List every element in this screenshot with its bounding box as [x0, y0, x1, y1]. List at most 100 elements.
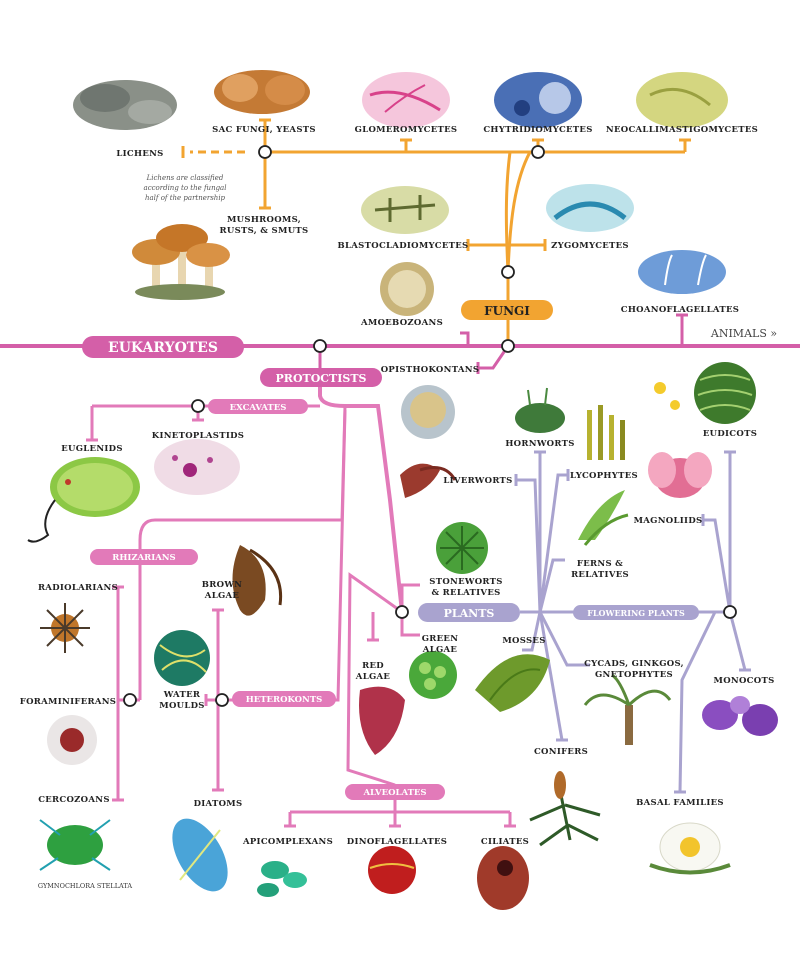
- hornworts-label: HORNWORTS: [505, 439, 574, 449]
- radiolarian-icon: [40, 603, 90, 653]
- red-algae-label-line1: RED: [362, 661, 384, 671]
- hornwort-icon: [515, 387, 565, 433]
- moss-icon: [475, 654, 550, 712]
- amoebozoan-icon: [380, 262, 434, 316]
- water-moulds-label-line2: MOULDS: [159, 701, 205, 711]
- glomeromycetes-icon: [362, 72, 450, 128]
- liverworts-label: LIVERWORTS: [443, 476, 512, 486]
- chytridiomycetes-label: CHYTRIDIOMYCETES: [483, 125, 592, 135]
- brown-algae-label-line2: ALGAE: [204, 591, 240, 601]
- kinetoplastid-icon: [154, 439, 240, 495]
- neocallimastigomycetes-icon: [636, 72, 728, 128]
- green-algae-icon: [409, 651, 457, 699]
- basal-families-label: BASAL FAMILIES: [636, 798, 724, 808]
- stoneworts-label-line1: STONEWORTS: [429, 577, 502, 587]
- lycophytes-label: LYCOPHYTES: [570, 471, 638, 481]
- gymnochlora-label: GYMNOCHLORA STELLATA: [38, 882, 132, 890]
- flowering-plants-node: FLOWERING PLANTS: [573, 605, 699, 620]
- zygomycetes-label: ZYGOMYCETES: [551, 241, 629, 251]
- magnoliids-label: MAGNOLIIDS: [634, 516, 703, 526]
- protoctist-branches: [86, 386, 516, 828]
- plants-label: PLANTS: [444, 607, 495, 620]
- plants-node: PLANTS: [418, 603, 520, 622]
- lichen-note-line3: half of the partnership: [145, 194, 226, 202]
- lycophyte-icon: [587, 405, 625, 460]
- ferns-label-line1: FERNS &: [577, 559, 623, 569]
- dinoflagellates-label: DINOFLAGELLATES: [347, 837, 447, 847]
- monocots-label: MONOCOTS: [713, 676, 774, 686]
- mushrooms-label-line2: RUSTS, & SMUTS: [220, 226, 309, 236]
- ciliates-label: CILIATES: [481, 837, 529, 847]
- amoebozoans-label: AMOEBOZOANS: [360, 318, 443, 328]
- lichen-note-line2: according to the fungal: [144, 184, 227, 192]
- glomeromycetes-label: GLOMEROMYCETES: [355, 125, 458, 135]
- dinoflagellate-icon: [368, 846, 416, 894]
- fungi-branches: [181, 118, 691, 346]
- choanoflagellate-icon: [638, 250, 726, 294]
- green-algae-label-line2: ALGAE: [422, 645, 458, 655]
- mosses-label: MOSSES: [502, 636, 545, 646]
- blastocladiomycetes-icon: [361, 186, 449, 234]
- cycads-label-line2: GNETOPHYTES: [595, 670, 673, 680]
- basal-family-icon: [649, 822, 731, 875]
- cycad-icon: [583, 673, 672, 745]
- protoctists-node: PROTOCTISTS: [260, 368, 382, 387]
- euglenid-icon: [27, 457, 140, 543]
- flowering-plants-label: FLOWERING PLANTS: [587, 608, 685, 618]
- conifer-icon: [529, 771, 601, 847]
- eudicots-label: EUDICOTS: [703, 429, 757, 439]
- sac-fungi-label: SAC FUNGI, YEASTS: [212, 125, 316, 135]
- mushroom-icon: [132, 224, 230, 300]
- sac-fungi-icon: [214, 70, 310, 114]
- red-algae-label-line2: ALGAE: [355, 672, 391, 682]
- lichens-label: LICHENS: [116, 149, 163, 159]
- opisthokontan-icon: [401, 385, 455, 439]
- cercozoans-label: CERCOZOANS: [38, 795, 110, 805]
- brown-algae-label-line1: BROWN: [202, 580, 242, 590]
- chytridiomycetes-icon: [494, 72, 582, 128]
- diatoms-label: DIATOMS: [194, 799, 243, 809]
- conifers-label: CONIFERS: [534, 747, 588, 757]
- alveolates-node: ALVEOLATES: [345, 784, 445, 800]
- fern-icon: [578, 490, 629, 546]
- heterokonts-label: HETEROKONTS: [246, 695, 323, 705]
- mushrooms-label-line1: MUSHROOMS,: [227, 215, 301, 225]
- brown-algae-icon: [232, 545, 283, 616]
- stonewort-icon: [436, 522, 488, 574]
- branch-nodes: [123, 145, 737, 707]
- rhizarians-node: RHIZARIANS: [90, 549, 198, 565]
- cercozoan-icon: [39, 819, 111, 871]
- fungi-node: FUNGI: [461, 300, 553, 320]
- foraminiferan-icon: [47, 715, 97, 765]
- heterokonts-node: HETEROKONTS: [232, 691, 336, 707]
- excavates-node: EXCAVATES: [208, 399, 308, 414]
- red-algae-icon: [359, 686, 405, 755]
- monocot-icon: [702, 696, 778, 736]
- excavates-label: EXCAVATES: [230, 403, 287, 413]
- eudicot-icon: [654, 362, 756, 424]
- animals-label: ANIMALS »: [710, 327, 777, 340]
- liverwort-icon: [400, 463, 457, 498]
- opisthokontans-label: OPISTHOKONTANS: [381, 365, 480, 375]
- blastocladiomycetes-label: BLASTOCLADIOMYCETES: [338, 241, 469, 251]
- magnoliid-icon: [648, 452, 712, 498]
- water-moulds-label-line1: WATER: [163, 690, 201, 700]
- eukaryotes-node: EUKARYOTES: [82, 336, 244, 358]
- diatom-icon: [172, 818, 228, 892]
- apicomplexans-label: APICOMPLEXANS: [242, 837, 333, 847]
- choanoflagellates-label: CHOANOFLAGELLATES: [621, 305, 739, 315]
- eukaryotes-label: EUKARYOTES: [108, 340, 218, 356]
- lichen-icon: [73, 80, 177, 130]
- neocallimastigomycetes-label: NEOCALLIMASTIGOMYCETES: [606, 125, 758, 135]
- fungi-label: FUNGI: [484, 304, 530, 318]
- rhizarians-label: RHIZARIANS: [112, 553, 175, 563]
- protoctists-label: PROTOCTISTS: [276, 372, 367, 385]
- alveolates-label: ALVEOLATES: [362, 788, 426, 798]
- cycads-label-line1: CYCADS, GINKGOS,: [584, 659, 684, 669]
- foraminiferans-label: FORAMINIFERANS: [20, 697, 117, 707]
- plant-branches: [514, 450, 751, 794]
- radiolarians-label: RADIOLARIANS: [38, 583, 118, 593]
- apicomplexan-icon: [257, 861, 307, 897]
- lichen-note-line1: Lichens are classified: [146, 174, 224, 182]
